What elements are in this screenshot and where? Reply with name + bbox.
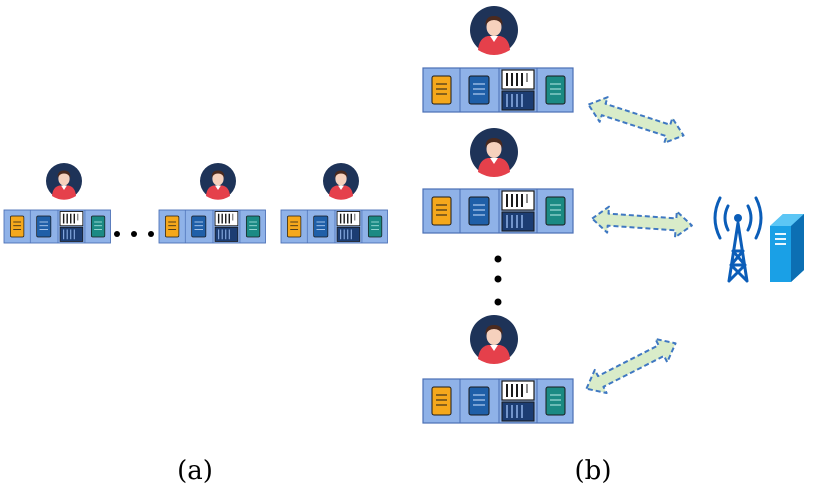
panel-a-user-1: [3, 163, 112, 244]
antenna-tower-icon: [713, 196, 763, 283]
ellipsis-dots: [114, 231, 154, 237]
user-avatar-icon: [470, 6, 518, 55]
user-avatar-icon: [470, 128, 518, 177]
caption-b: (b): [575, 456, 612, 486]
panel-b: [422, 6, 804, 424]
bidirectional-arrow-icon: [579, 330, 683, 402]
node-bar: [158, 209, 267, 244]
user-avatar-icon: [200, 163, 236, 200]
caption-a: (a): [177, 456, 213, 486]
node-bar: [422, 378, 574, 424]
panel-b-user-2: [422, 128, 574, 234]
panel-a: [3, 163, 389, 244]
server-icon: [770, 214, 804, 282]
vertical-ellipsis: [494, 255, 502, 306]
bidirectional-arrow-icon: [590, 204, 694, 240]
user-avatar-icon: [470, 315, 518, 364]
bidirectional-arrow-icon: [583, 91, 689, 149]
panel-b-user-1: [422, 6, 574, 113]
user-avatar-icon: [46, 163, 82, 200]
panel-a-user-3: [280, 163, 389, 244]
node-bar: [422, 67, 574, 113]
node-bar: [3, 209, 112, 244]
panel-a-user-2: [158, 163, 267, 244]
user-avatar-icon: [323, 163, 359, 200]
node-bar: [280, 209, 389, 244]
panel-b-user-3: [422, 315, 574, 424]
node-bar: [422, 188, 574, 234]
